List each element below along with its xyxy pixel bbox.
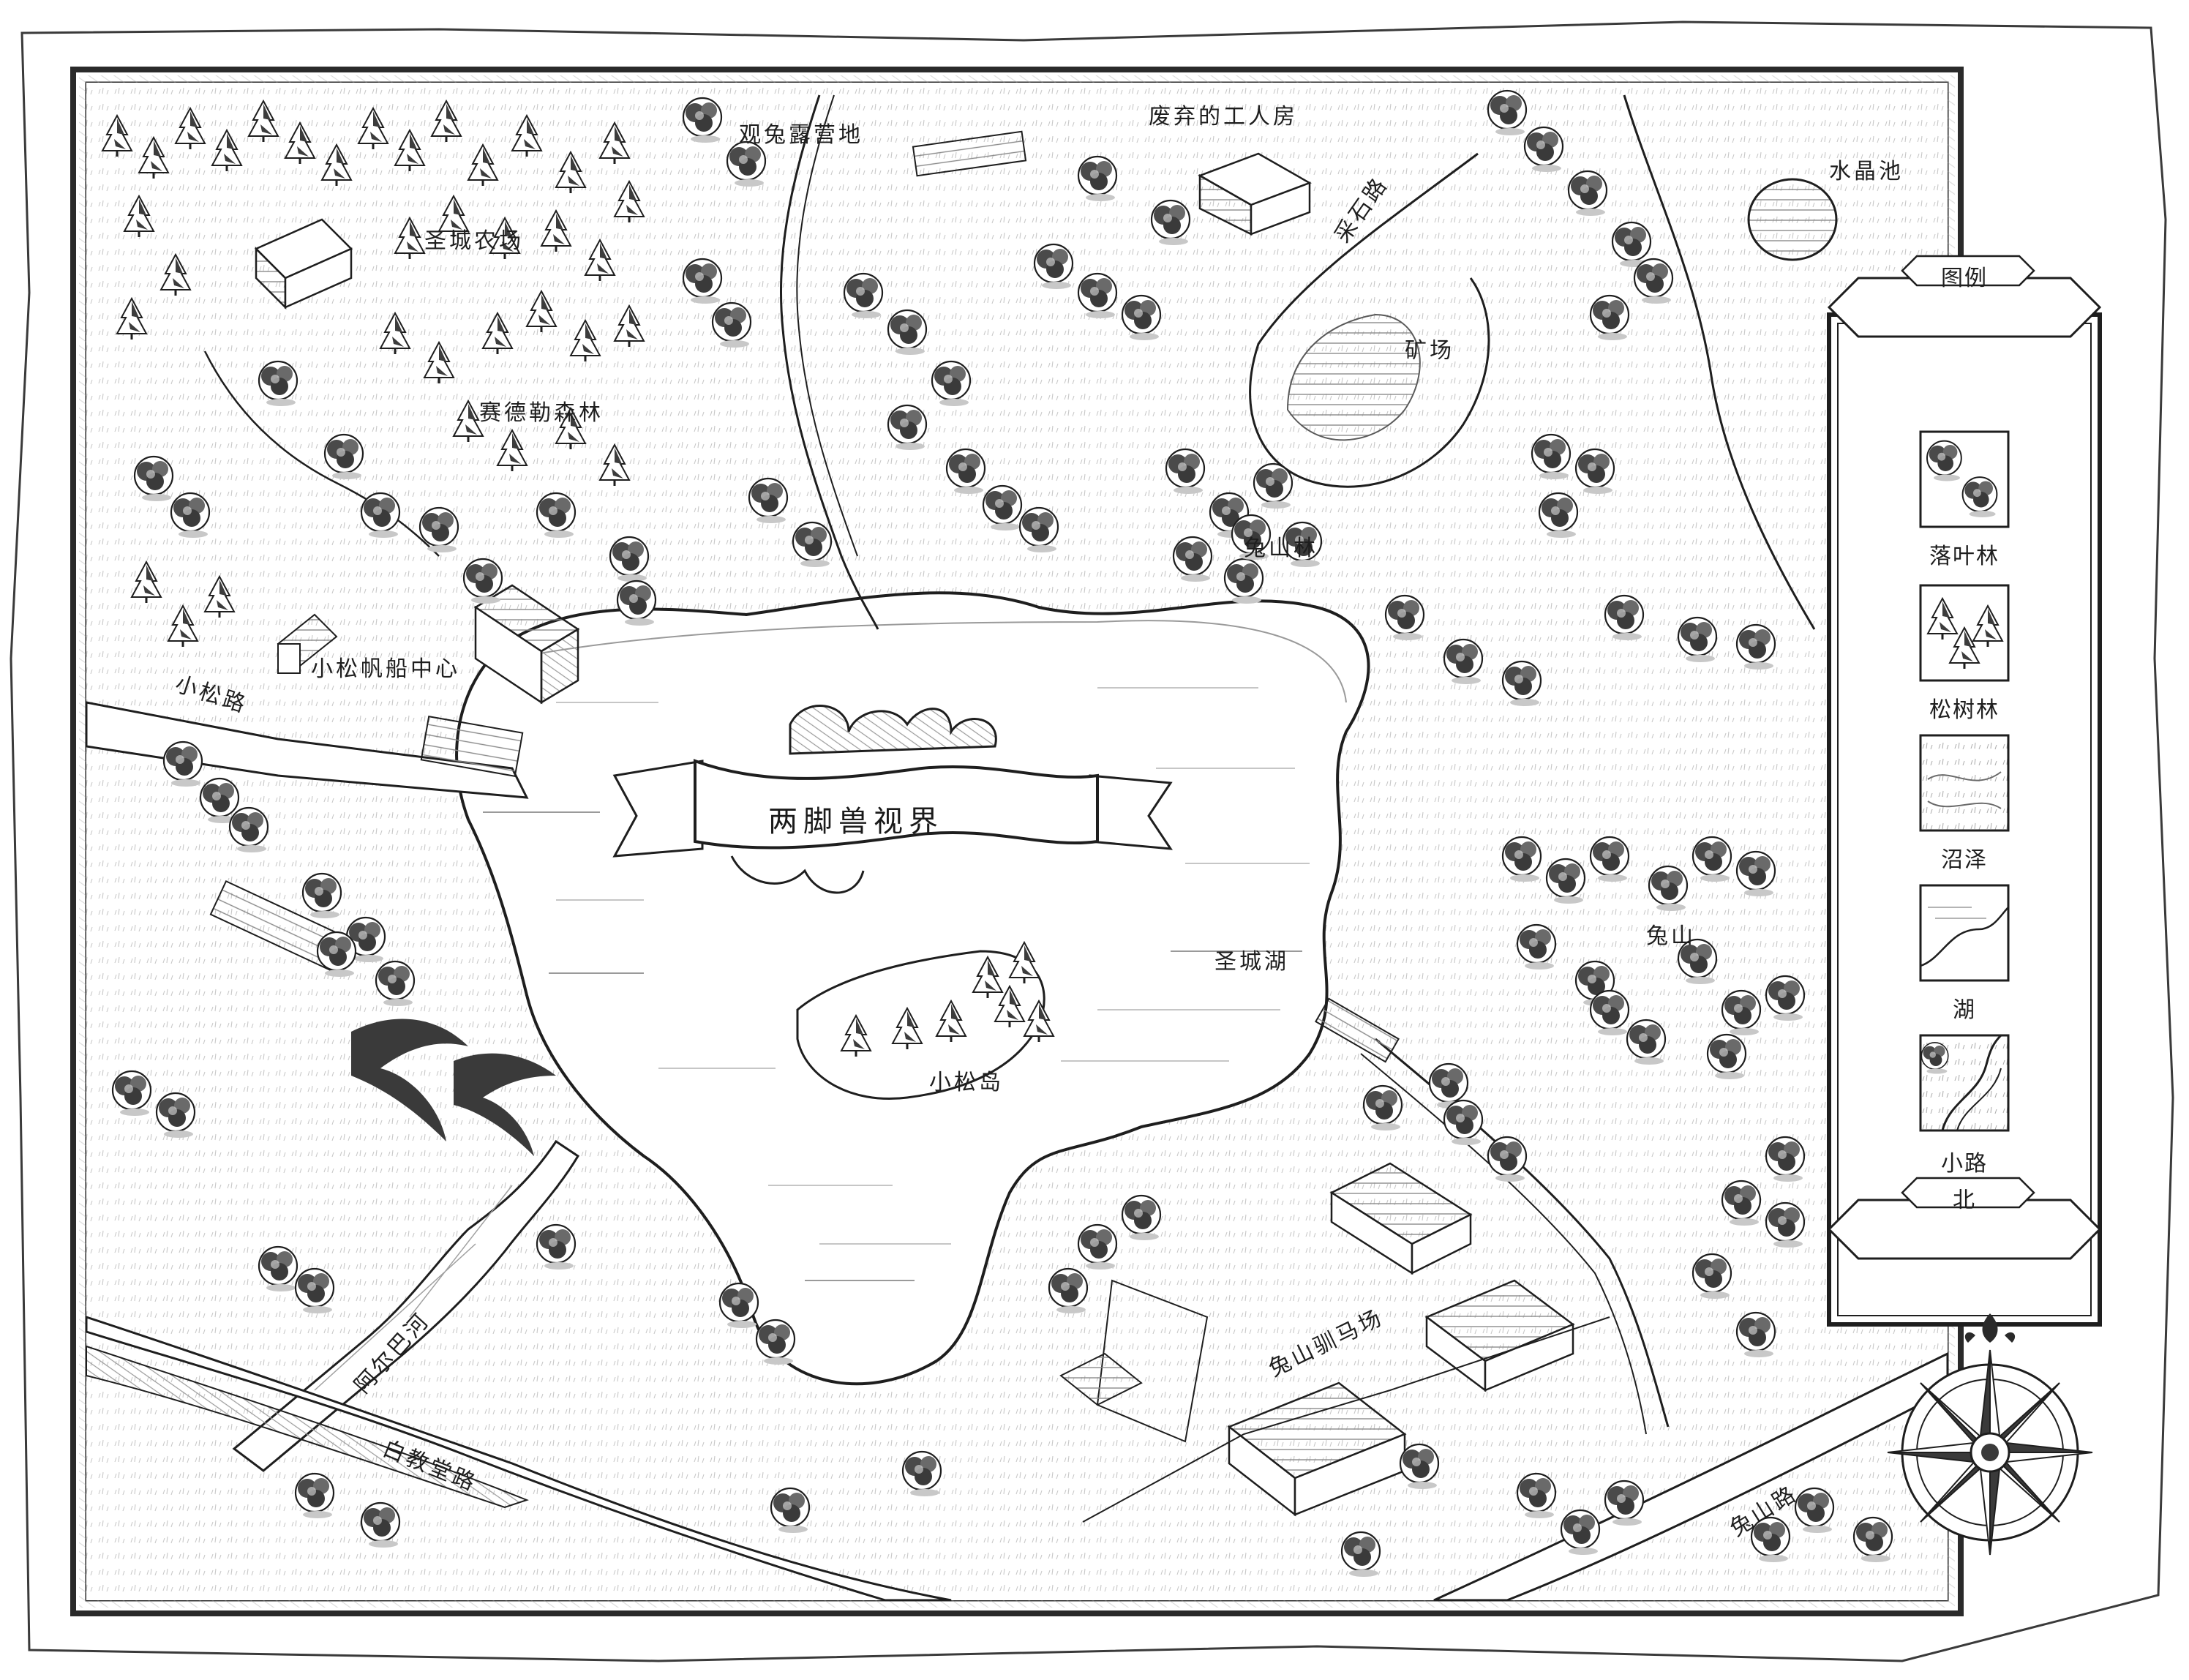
map-title: 两脚兽视界: [768, 805, 944, 839]
label-city-farm: 圣城农场: [424, 228, 524, 254]
label-lake: 圣城湖: [1214, 949, 1289, 975]
legend-item-pine: 松树林: [1929, 697, 2000, 723]
church-road-shape: [85, 1315, 952, 1602]
compass-rose: [1887, 1313, 2093, 1556]
abandoned-house: [1198, 152, 1312, 236]
label-observe-camp: 观兔露营地: [739, 122, 863, 148]
legend-panel: [1827, 255, 2102, 1327]
legend-north: 北: [1953, 1188, 1976, 1213]
birds-illustration: [351, 1019, 556, 1156]
label-pine-island: 小松岛: [929, 1070, 1004, 1095]
label-mine: 矿场: [1405, 338, 1454, 364]
label-abandoned-house: 废弃的工人房: [1149, 104, 1298, 130]
pine-road-shape: [85, 701, 529, 799]
legend-item-marsh: 沼泽: [1941, 847, 1988, 873]
title-banner: [612, 705, 1173, 894]
legend-item-deciduous: 落叶林: [1929, 544, 2000, 569]
label-crystal-pool: 水晶池: [1829, 159, 1904, 184]
paper-edge: [10, 20, 2174, 1662]
farm-building: [254, 218, 353, 310]
label-sedler-forest: 赛德勒森林: [479, 400, 604, 426]
legend-item-path: 小路: [1941, 1151, 1988, 1177]
sailing-center-building: [277, 584, 580, 705]
legend-title: 图例: [1941, 266, 1988, 291]
quarry-road-shape: [1249, 152, 1490, 488]
legend-item-lake: 湖: [1953, 997, 1976, 1023]
label-rabbit-forest: 兔山林: [1244, 536, 1318, 561]
label-rabbit-hill: 兔山: [1646, 923, 1696, 949]
stables-buildings: [1059, 1162, 1610, 1523]
river-shape: [232, 1139, 580, 1472]
crystal-pool-shape: [1747, 178, 1838, 261]
label-sailing-center: 小松帆船中心: [311, 656, 460, 682]
